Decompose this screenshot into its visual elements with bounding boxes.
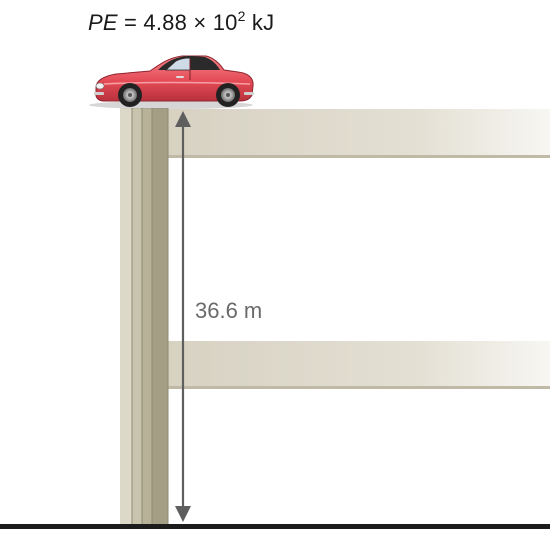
middle-floor-beam-edge <box>160 386 550 389</box>
middle-floor-beam <box>160 341 550 388</box>
potential-energy-label: PE = 4.88 × 102 kJ <box>88 8 275 36</box>
pe-exponent: 2 <box>237 8 246 24</box>
pe-unit: kJ <box>245 10 275 35</box>
pe-symbol: PE <box>88 10 118 35</box>
top-floor-beam <box>160 109 550 157</box>
double-arrow-icon <box>175 111 191 522</box>
support-column <box>120 108 169 526</box>
ground-line <box>0 524 550 529</box>
pe-equals: = 4.88 × 10 <box>117 10 238 35</box>
sports-car-icon <box>89 55 254 109</box>
top-floor-beam-edge <box>160 155 550 158</box>
height-label: 36.6 m <box>195 298 263 323</box>
